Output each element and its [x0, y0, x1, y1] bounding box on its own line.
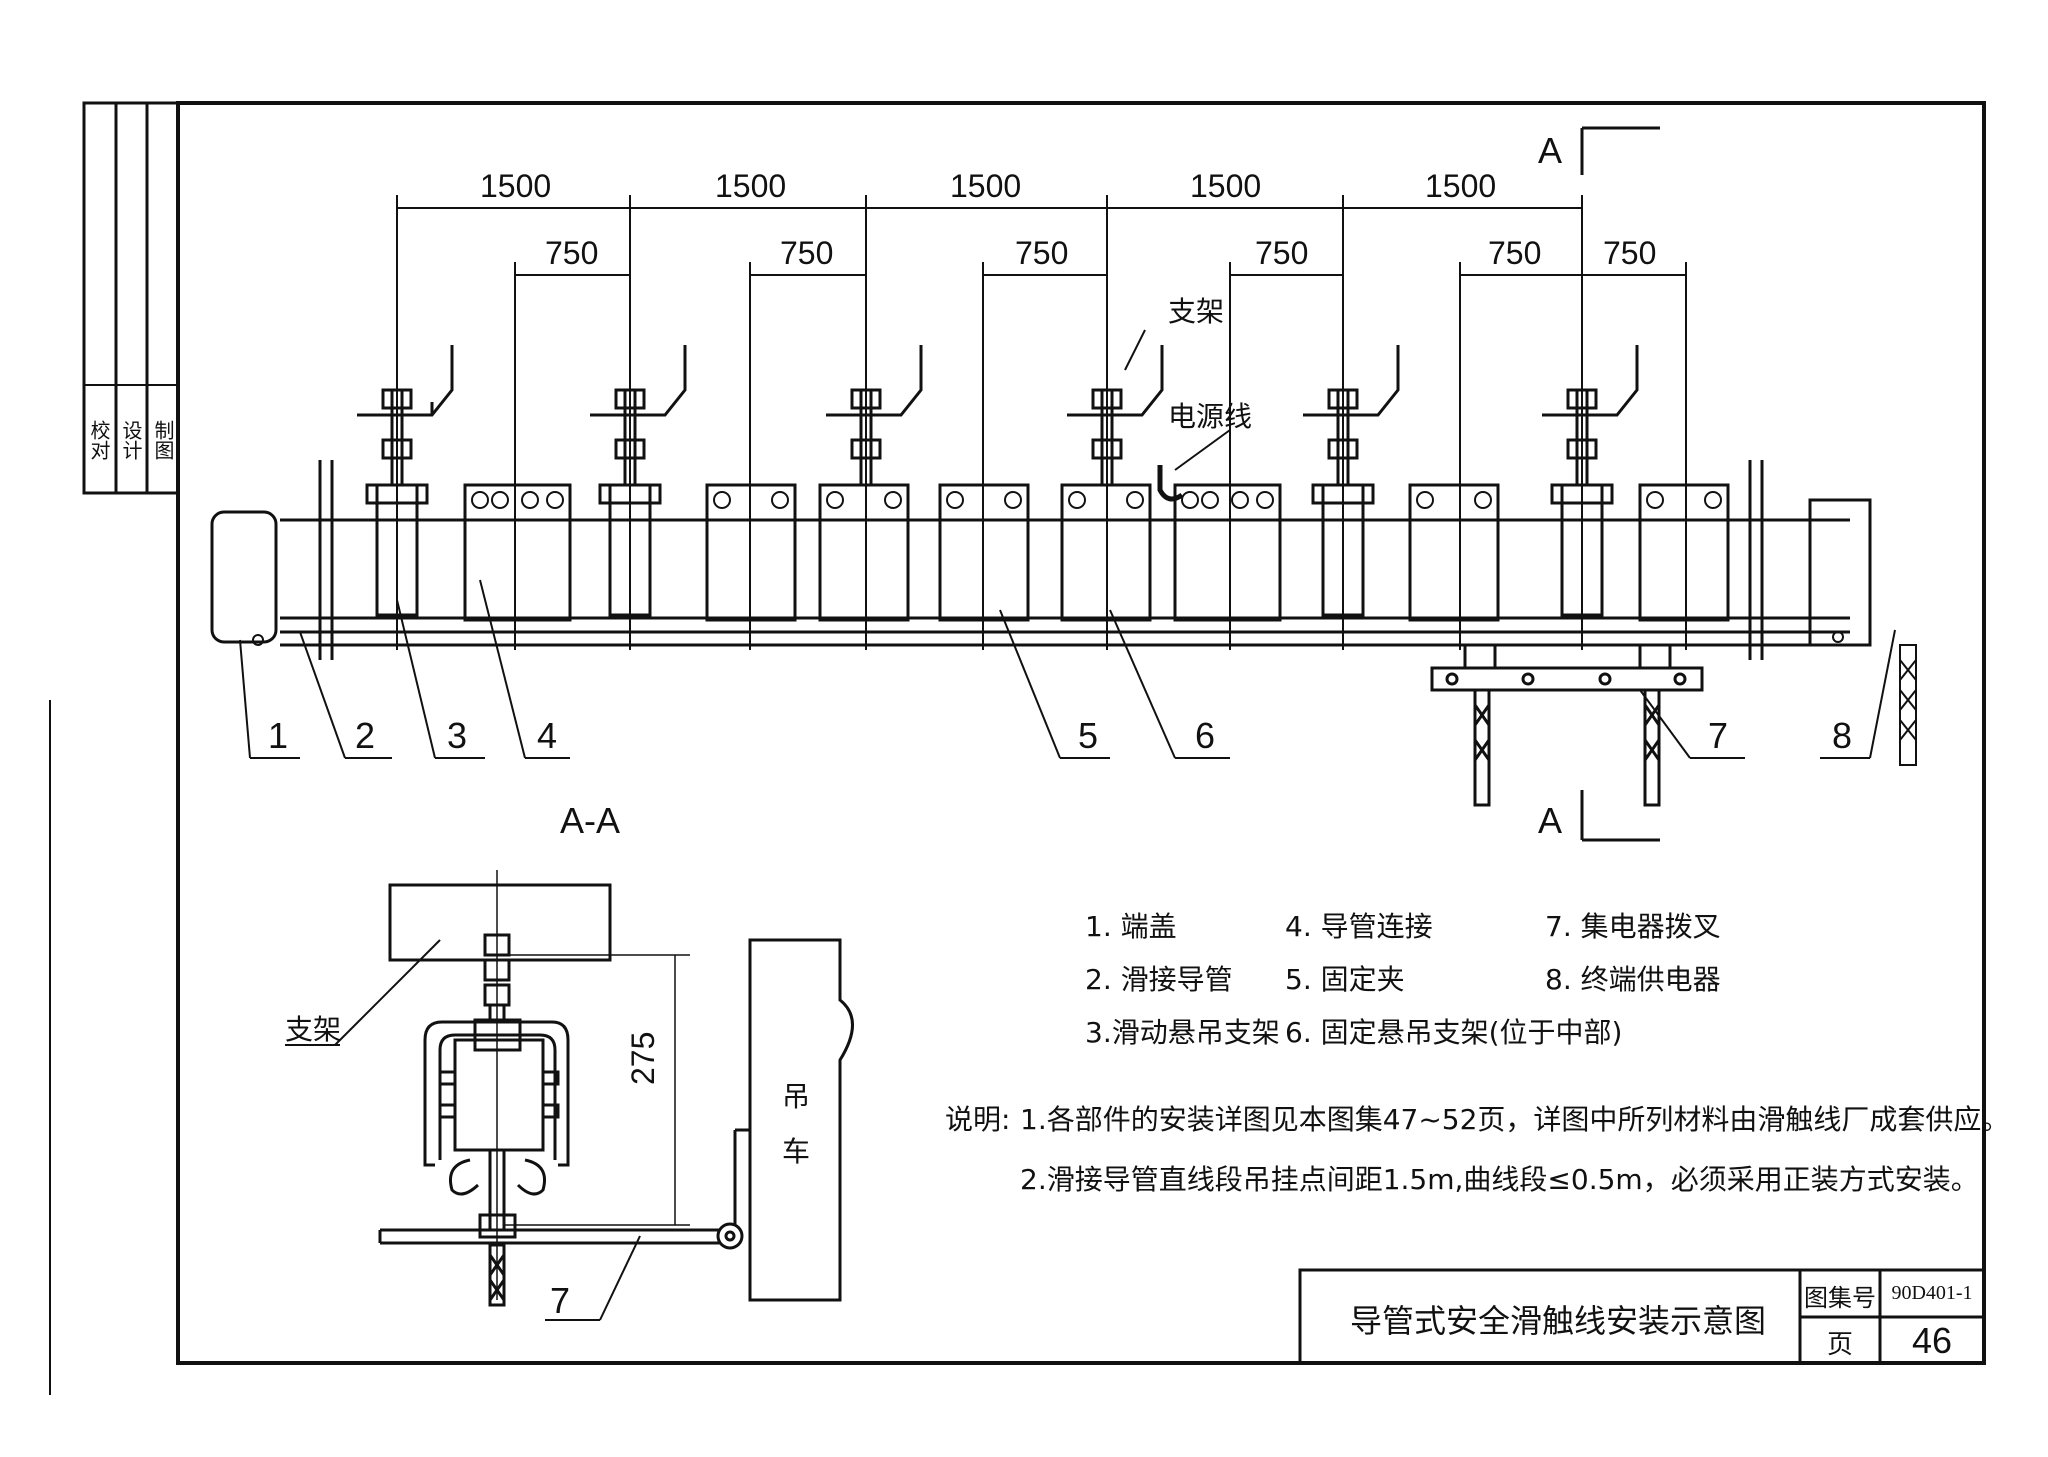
clamp-boxes: [463, 483, 1730, 622]
dimension-row-750: [514, 262, 1687, 650]
title-block: [1298, 1268, 1986, 1365]
dim-275: 275: [625, 1031, 661, 1085]
terminal-feeder: [1808, 498, 1872, 647]
section-aa: [285, 870, 854, 1321]
section-view-title: A-A: [560, 800, 621, 841]
callout-5: 5: [1078, 715, 1099, 756]
callout-7: 7: [1708, 715, 1729, 756]
legend-item-6: 6. 固定悬吊支架(位于中部): [1285, 1016, 1623, 1049]
legend-item-7: 7. 集电器拨叉: [1545, 910, 1721, 943]
section-bracket-label: 支架: [285, 1013, 342, 1046]
crane-label-2: 车: [782, 1135, 811, 1168]
hanger-brackets: [357, 345, 1639, 617]
collector-fork: [1430, 643, 1704, 807]
power-cable-lead: [1157, 465, 1184, 502]
terminal-feeder-cable: [1899, 644, 1917, 766]
screw-heads: [471, 491, 1722, 509]
role-drafting: 制图: [151, 420, 175, 460]
legend-item-8: 8. 终端供电器: [1545, 963, 1721, 996]
dim-750-b: 750: [780, 235, 834, 271]
section-callout-7: 7: [550, 1280, 571, 1321]
legend-item-4: 4. 导管连接: [1285, 910, 1433, 943]
dim-1500-e: 1500: [1425, 168, 1497, 204]
callout-8: 8: [1832, 715, 1853, 756]
dim-1500-a: 1500: [480, 168, 552, 204]
section-marker-label-bottom: A: [1538, 800, 1563, 841]
page-number: 46: [1911, 1320, 1953, 1361]
callout-6: 6: [1195, 715, 1216, 756]
dim-750-c: 750: [1015, 235, 1069, 271]
conduit: [280, 518, 1850, 647]
legend-item-3: 3.滑动悬吊支架: [1085, 1016, 1280, 1049]
callout-leaders: [239, 579, 1896, 759]
callout-4: 4: [537, 715, 558, 756]
section-marker-top: [1580, 126, 1660, 175]
section-marker-bottom: [1580, 790, 1660, 842]
note-1: 1.各部件的安装详图见本图集47~52页，详图中所列材料由滑触线厂成套供应。: [1020, 1103, 2010, 1136]
note-2: 2.滑接导管直线段吊挂点间距1.5m,曲线段≤0.5m，必须采用正装方式安装。: [1020, 1163, 1979, 1196]
dim-1500-c: 1500: [950, 168, 1022, 204]
dim-750-e: 750: [1488, 235, 1542, 271]
power-cable-label: 电源线: [1168, 400, 1253, 433]
break-marks: [318, 460, 1764, 660]
legend-item-5: 5. 固定夹: [1285, 963, 1405, 996]
drawing-title: 导管式安全滑触线安装示意图: [1350, 1302, 1767, 1340]
legend-item-2: 2. 滑接导管: [1085, 963, 1233, 996]
role-design: 设计: [119, 420, 143, 460]
drawing-frame: [176, 101, 1986, 1365]
atlas-number: 90D401-1: [1891, 1282, 1973, 1304]
callout-3: 3: [447, 715, 468, 756]
legend-item-1: 1. 端盖: [1085, 910, 1177, 943]
atlas-label: 图集号: [1804, 1284, 1876, 1312]
end-cap: [210, 510, 278, 644]
dim-1500-b: 1500: [715, 168, 787, 204]
dim-750-a: 750: [545, 235, 599, 271]
section-marker-label-top: A: [1538, 130, 1563, 171]
dimension-row-1500: [396, 195, 1583, 650]
callout-2: 2: [355, 715, 376, 756]
dim-750-f: 750: [1603, 235, 1657, 271]
callout-1: 1: [268, 715, 289, 756]
signature-strip: [82, 101, 180, 495]
dim-1500-d: 1500: [1190, 168, 1262, 204]
notes-prefix: 说明:: [945, 1103, 1011, 1136]
role-proofread: 校对: [87, 420, 111, 460]
bracket-label: 支架: [1168, 295, 1225, 328]
page-label: 页: [1826, 1330, 1853, 1360]
dim-750-d: 750: [1255, 235, 1309, 271]
crane-label-1: 吊: [782, 1080, 811, 1113]
